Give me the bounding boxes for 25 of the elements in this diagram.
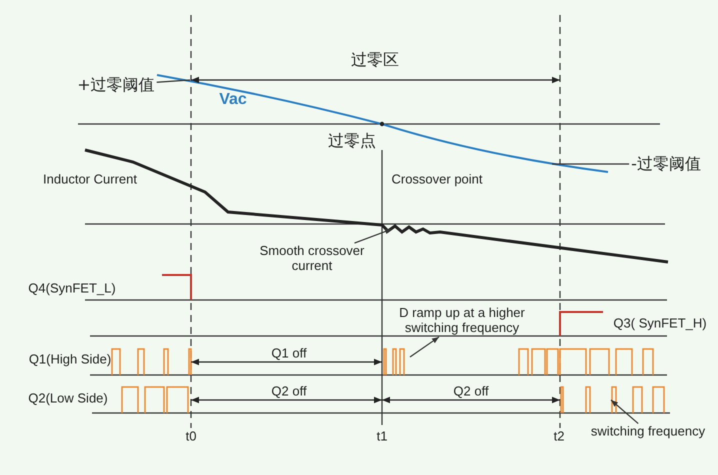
point-label: Crossover point bbox=[391, 172, 483, 188]
point-label: 过零点 bbox=[328, 132, 376, 150]
time-label: t1 bbox=[376, 430, 388, 444]
callout-text: Smooth crossover current bbox=[252, 244, 372, 274]
signal-label: Q2(Low Side) bbox=[28, 392, 108, 406]
leader-arrow bbox=[354, 228, 392, 244]
dimension-label: Q2 off bbox=[271, 384, 307, 400]
leader-arrow bbox=[410, 336, 440, 358]
threshold-label: -过零阈值 bbox=[631, 154, 701, 174]
threshold-label: +过零阈值 bbox=[77, 76, 155, 94]
leader-line bbox=[156, 79, 190, 83]
callout-text: D ramp up at a higher switching frequency bbox=[377, 306, 547, 336]
dimension-label: Q2 off bbox=[453, 384, 489, 400]
curve-label: Vac bbox=[219, 90, 247, 110]
time-label: t0 bbox=[186, 430, 196, 444]
signal-label: Q3( SynFET_H) bbox=[613, 316, 707, 332]
signal-label: Q4(SynFET_L) bbox=[28, 282, 116, 296]
leader-arrow bbox=[610, 400, 639, 424]
dimension-label: Q1 off bbox=[271, 346, 307, 362]
callout-text: switching frequency bbox=[590, 424, 706, 440]
leader-line bbox=[552, 163, 630, 165]
signal-label: Q1(High Side) bbox=[28, 352, 112, 368]
dimension-label: 过零区 bbox=[351, 50, 399, 70]
curve-label: Inductor Current bbox=[43, 172, 137, 188]
time-label: t2 bbox=[554, 430, 564, 444]
